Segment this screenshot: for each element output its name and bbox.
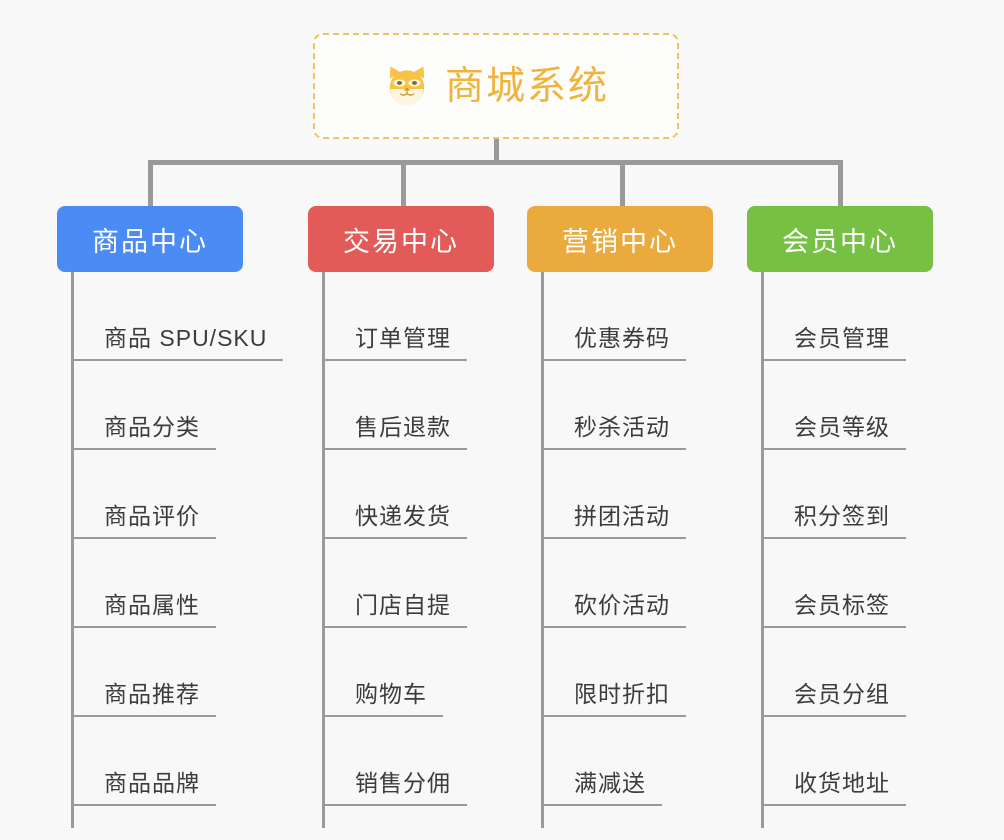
leaf-label: 门店自提 (325, 591, 467, 628)
leaf-item[interactable]: 拼团活动 (541, 450, 686, 539)
column-spine-4 (761, 272, 764, 828)
leaf-item[interactable]: 秒杀活动 (541, 361, 686, 450)
leaf-item[interactable]: 会员管理 (761, 272, 906, 361)
leaf-column-2: 订单管理 售后退款 快递发货 门店自提 购物车 销售分佣 (322, 272, 467, 828)
leaf-item[interactable]: 商品分类 (71, 361, 283, 450)
leaf-label: 优惠券码 (544, 324, 686, 361)
category-label-1: 商品中心 (92, 226, 208, 257)
leaf-label: 积分签到 (764, 502, 906, 539)
category-box-4[interactable]: 会员中心 (747, 206, 933, 272)
leaf-item[interactable]: 会员分组 (761, 628, 906, 717)
leaf-item[interactable]: 满减送 (541, 717, 686, 806)
leaf-label: 购物车 (325, 680, 443, 717)
root-node-shop-system[interactable]: 商城系统 (313, 33, 679, 139)
leaf-item[interactable]: 收货地址 (761, 717, 906, 806)
leaf-item[interactable]: 购物车 (322, 628, 467, 717)
leaf-label: 销售分佣 (325, 769, 467, 806)
leaf-item[interactable]: 会员等级 (761, 361, 906, 450)
leaf-label: 售后退款 (325, 413, 467, 450)
leaf-item[interactable]: 快递发货 (322, 450, 467, 539)
leaf-item[interactable]: 门店自提 (322, 539, 467, 628)
leaf-label: 限时折扣 (544, 680, 686, 717)
leaf-item[interactable]: 商品属性 (71, 539, 283, 628)
leaf-item[interactable]: 商品推荐 (71, 628, 283, 717)
leaf-item[interactable]: 商品品牌 (71, 717, 283, 806)
leaf-label: 订单管理 (325, 324, 467, 361)
category-box-2[interactable]: 交易中心 (308, 206, 494, 272)
leaf-label: 商品 SPU/SKU (74, 324, 284, 361)
leaf-label: 秒杀活动 (544, 413, 686, 450)
leaf-label: 砍价活动 (544, 591, 686, 628)
leaf-item[interactable]: 限时折扣 (541, 628, 686, 717)
leaf-item[interactable]: 商品 SPU/SKU (71, 272, 284, 361)
connector-drop-1 (148, 160, 153, 208)
category-label-4: 会员中心 (782, 226, 898, 257)
connector-drop-2 (401, 160, 406, 208)
leaf-item[interactable]: 会员标签 (761, 539, 906, 628)
leaf-label: 商品属性 (74, 591, 216, 628)
leaf-label: 拼团活动 (544, 502, 686, 539)
leaf-label: 商品分类 (74, 413, 216, 450)
leaf-label: 会员管理 (764, 324, 906, 361)
category-box-1[interactable]: 商品中心 (57, 206, 243, 272)
leaf-item[interactable]: 砍价活动 (541, 539, 686, 628)
leaf-item[interactable]: 售后退款 (322, 361, 467, 450)
column-spine-3 (541, 272, 544, 828)
leaf-label: 商品品牌 (74, 769, 216, 806)
connector-drop-3 (620, 160, 625, 208)
root-title: 商城系统 (444, 64, 609, 108)
category-label-3: 营销中心 (562, 226, 678, 257)
leaf-label: 商品推荐 (74, 680, 216, 717)
leaf-label: 快递发货 (325, 502, 467, 539)
leaf-label: 满减送 (544, 769, 662, 806)
connector-root-stem (494, 139, 499, 163)
shiba-dog-face-icon (389, 66, 425, 106)
leaf-item[interactable]: 优惠券码 (541, 272, 686, 361)
connector-drop-4 (838, 160, 843, 208)
category-label-2: 交易中心 (343, 226, 459, 257)
column-spine-1 (71, 272, 74, 828)
leaf-item[interactable]: 商品评价 (71, 450, 283, 539)
leaf-item[interactable]: 销售分佣 (322, 717, 467, 806)
leaf-label: 商品评价 (74, 502, 216, 539)
leaf-label: 会员标签 (764, 591, 906, 628)
leaf-label: 会员分组 (764, 680, 906, 717)
leaf-column-4: 会员管理 会员等级 积分签到 会员标签 会员分组 收货地址 (761, 272, 906, 828)
leaf-item[interactable]: 积分签到 (761, 450, 906, 539)
leaf-label: 会员等级 (764, 413, 906, 450)
leaf-item[interactable]: 订单管理 (322, 272, 467, 361)
leaf-column-1: 商品 SPU/SKU 商品分类 商品评价 商品属性 商品推荐 商品品牌 (71, 272, 284, 828)
category-box-3[interactable]: 营销中心 (527, 206, 713, 272)
leaf-column-3: 优惠券码 秒杀活动 拼团活动 砍价活动 限时折扣 满减送 (541, 272, 686, 828)
leaf-label: 收货地址 (764, 769, 906, 806)
connector-horizontal-bus (148, 160, 840, 165)
column-spine-2 (322, 272, 325, 828)
